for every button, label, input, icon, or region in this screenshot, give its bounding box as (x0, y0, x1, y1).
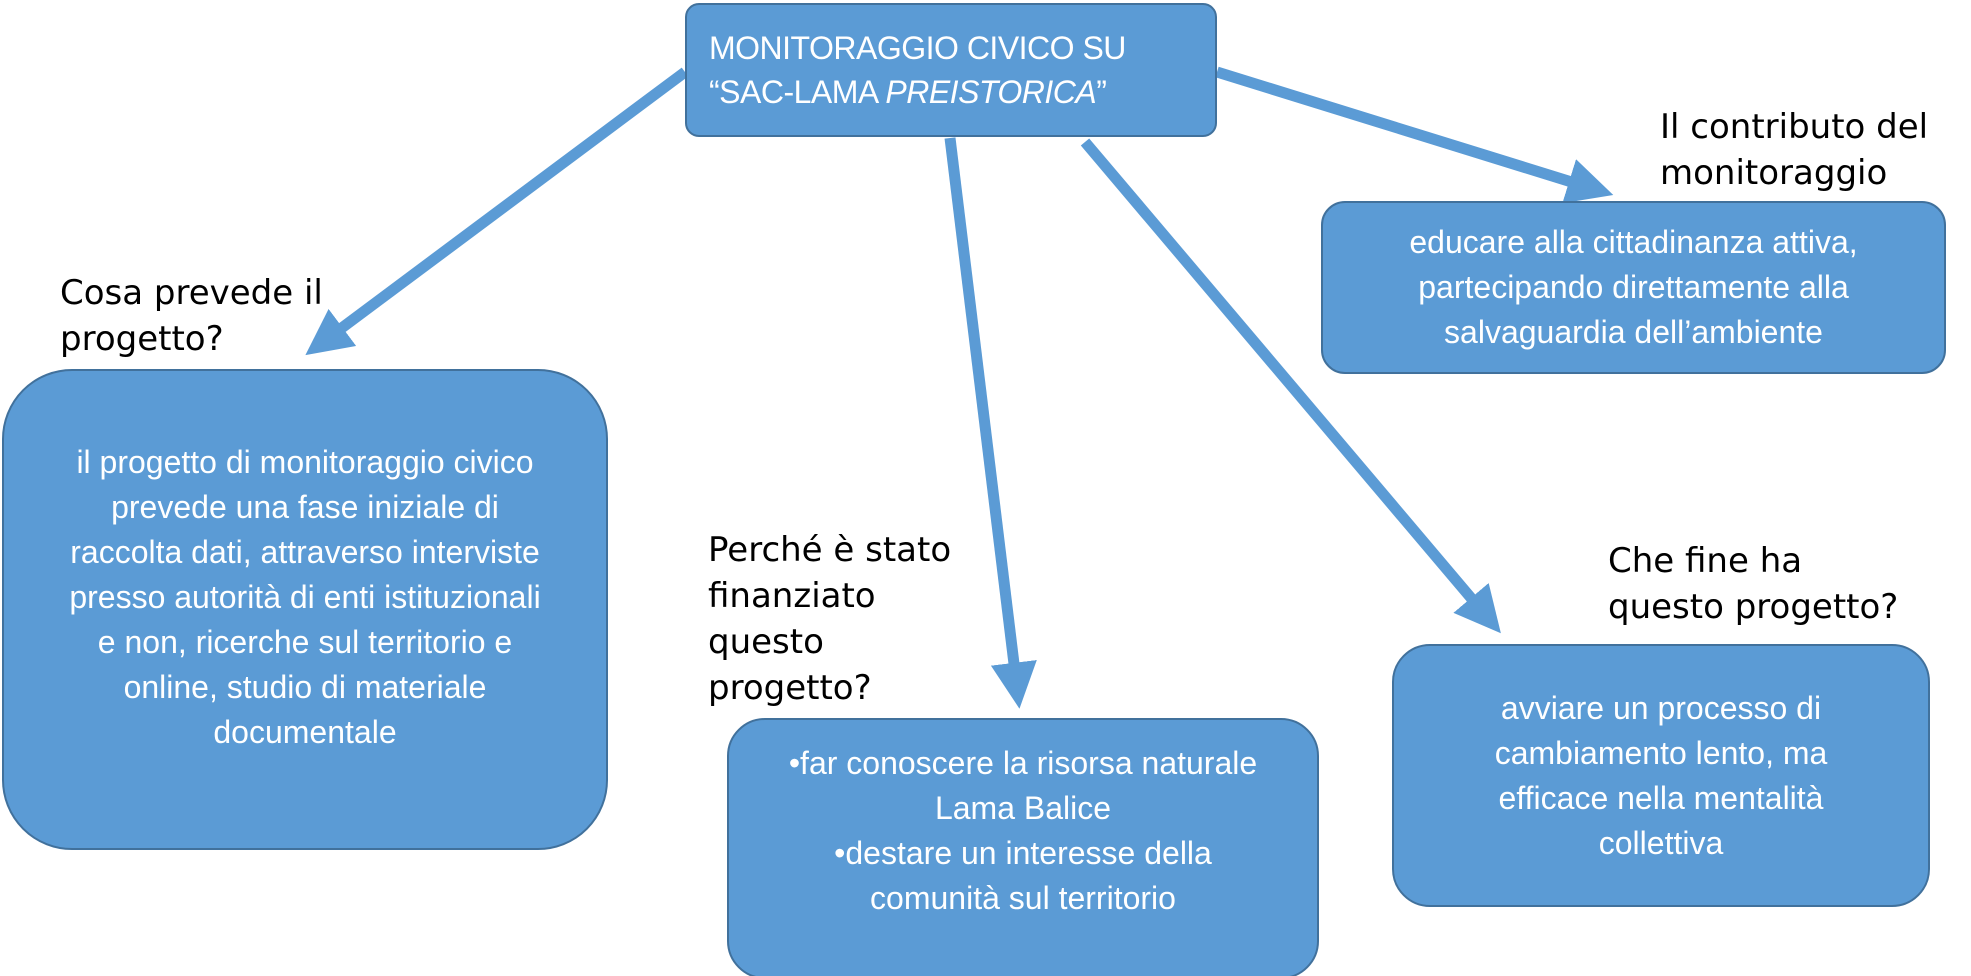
answer-line: online, studio di materiale (123, 669, 487, 705)
arrow-to-mid-box (944, 137, 1037, 709)
answer-box-right: avviare un processo di cambiamento lento… (1392, 644, 1930, 907)
answer-line: presso autorità di enti istituzionali (69, 579, 541, 615)
answer-box-mid: •far conoscere la risorsa naturale Lama … (727, 718, 1319, 976)
root-node: MONITORAGGIO CIVICO SU “SAC-LAMA PREISTO… (685, 3, 1217, 137)
answer-line: •far conoscere la risorsa naturale (788, 744, 1258, 781)
root-title-italic: PREISTORICA (885, 74, 1097, 110)
question-right: Che fine ha questo progetto? (1608, 538, 1898, 630)
arrow-to-top-right-box (1215, 66, 1614, 204)
answer-line: educare alla cittadinanza attiva, (1409, 224, 1858, 260)
root-title-line-1: MONITORAGGIO CIVICO SU (709, 30, 1126, 66)
arrow-to-left-box (305, 67, 689, 356)
question-line: questo progetto? (1608, 587, 1899, 627)
answer-line: il progetto di monitoraggio civico (76, 444, 534, 480)
answer-line: avviare un processo di (1500, 689, 1822, 726)
question-mid: Perché è stato finanziato questo progett… (708, 527, 951, 711)
answer-line: comunità sul territorio (870, 879, 1176, 916)
question-line: finanziato (708, 576, 876, 616)
question-top-right: Il contributo del monitoraggio (1660, 104, 1928, 196)
answer-line: prevede una fase iniziale di (111, 489, 499, 525)
answer-line: e non, ricerche sul territorio e (97, 624, 513, 660)
answer-line: collettiva (1598, 824, 1724, 861)
question-line: Cosa prevede il (60, 273, 323, 313)
question-line: Il contributo del (1660, 107, 1929, 147)
question-line: progetto? (708, 668, 872, 708)
question-line: Perché è stato (708, 530, 952, 570)
answer-line: documentale (213, 714, 397, 750)
answer-line: •destare un interesse della (834, 834, 1212, 871)
question-line: progetto? (60, 319, 224, 359)
answer-line: Lama Balice (934, 789, 1112, 826)
answer-line: cambiamento lento, ma (1494, 734, 1828, 771)
root-title-line-2: “SAC-LAMA PREISTORICA” (709, 70, 1107, 114)
question-line: Che fine ha (1608, 541, 1803, 581)
arrow-to-right-box (1080, 138, 1501, 634)
answer-line: efficace nella mentalità (1498, 779, 1824, 816)
answer-box-top-right: educare alla cittadinanza attiva, partec… (1321, 201, 1946, 374)
question-line: monitoraggio (1660, 153, 1888, 193)
question-line: questo (708, 622, 824, 662)
answer-line: salvaguardia dell’ambiente (1444, 314, 1823, 350)
root-title-suffix: ” (1096, 74, 1107, 110)
answer-line: partecipando direttamente alla (1418, 269, 1849, 305)
answer-line: raccolta dati, attraverso interviste (70, 534, 540, 570)
root-title-prefix: “SAC-LAMA (709, 74, 886, 110)
answer-box-left: il progetto di monitoraggio civico preve… (2, 369, 608, 850)
question-left: Cosa prevede il progetto? (60, 270, 323, 362)
